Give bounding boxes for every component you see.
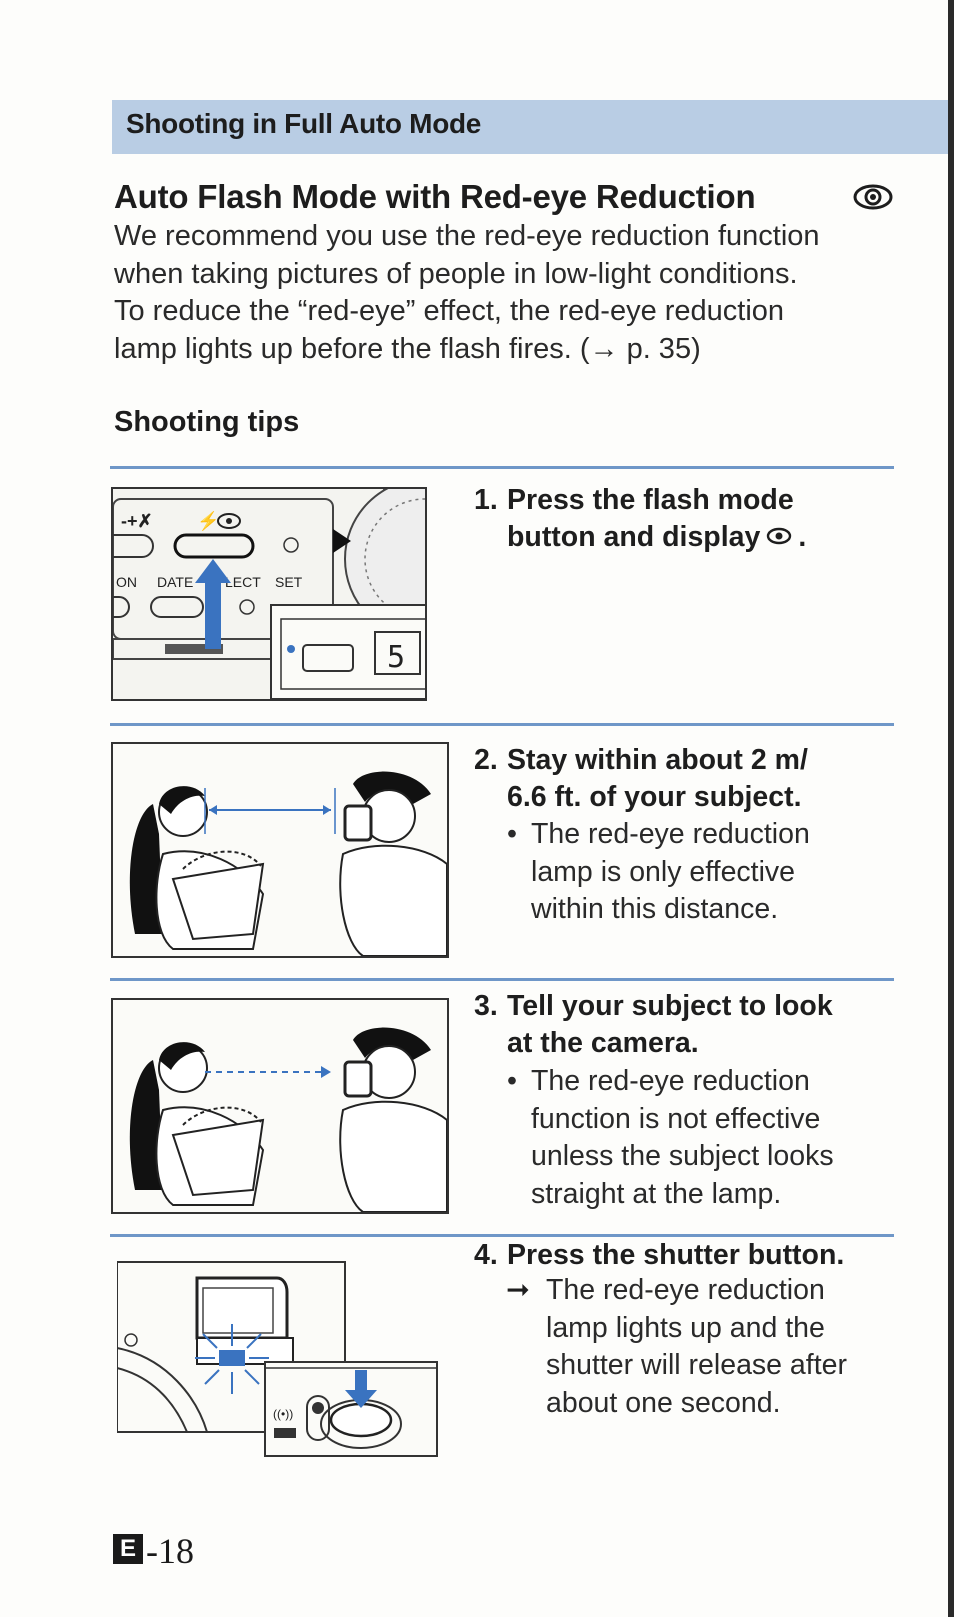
step-number: 2.	[474, 744, 498, 776]
step-4-title: 4. Press the shutter button.	[474, 1237, 927, 1274]
note-line: function is not effective	[531, 1102, 821, 1135]
note-line: unless the subject looks	[531, 1140, 834, 1172]
shutter-illustration: ((•))	[116, 1258, 439, 1458]
step-title-line: button and display	[507, 521, 761, 553]
step-2-note: • The red-eye reduction lamp is only eff…	[507, 816, 810, 929]
lcd-digit: 5	[387, 640, 405, 675]
note-line: lamp lights up and the	[546, 1311, 825, 1344]
note-line: within this distance.	[531, 893, 779, 925]
note-line: The red-eye reduction	[531, 818, 810, 850]
intro-line: To reduce the “red-eye” effect, the red-…	[114, 295, 785, 327]
step-3-note: • The red-eye reduction function is not …	[507, 1063, 834, 1213]
red-eye-icon	[767, 528, 792, 545]
note-line: shutter will release after	[546, 1349, 847, 1381]
step-title-line: Press the flash mode	[507, 484, 794, 516]
step-divider	[110, 723, 894, 726]
bullet-mark: •	[507, 1065, 517, 1097]
svg-text:ON: ON	[116, 574, 137, 590]
svg-text:((•)): ((•))	[273, 1407, 293, 1421]
step-title-line: 6.6 ft. of your subject.	[507, 781, 802, 813]
step-number: 1.	[474, 484, 498, 516]
note-line: The red-eye reduction	[546, 1274, 825, 1306]
language-badge: E	[113, 1534, 143, 1564]
step-2-title: 2. Stay within about 2 m/ 6.6 ft. of you…	[474, 742, 907, 816]
section-title: Shooting in Full Auto Mode	[126, 108, 482, 139]
result-arrow-icon: ➞	[506, 1274, 530, 1306]
step-number: 4.	[474, 1239, 498, 1271]
svg-text:DATE: DATE	[157, 574, 193, 590]
intro-paragraph: We recommend you use the red-eye reducti…	[114, 218, 914, 368]
tips-heading: Shooting tips	[114, 406, 300, 438]
step-1-title: 1. Press the flash mode button and displ…	[474, 482, 907, 556]
note-line: about one second.	[546, 1386, 781, 1419]
intro-line: when taking pictures of people in low-li…	[114, 257, 798, 290]
step-title-line: Stay within about 2 m/	[507, 744, 808, 776]
look-at-camera-illustration	[111, 998, 449, 1214]
step-divider	[110, 1234, 894, 1237]
svg-text:LECT: LECT	[225, 574, 261, 590]
step-title-line: Tell your subject to look	[507, 990, 833, 1022]
section-banner	[112, 100, 948, 154]
svg-text:SET: SET	[275, 574, 303, 590]
svg-text:⚡: ⚡	[197, 510, 219, 532]
page-edge	[948, 0, 954, 1617]
bullet-mark: •	[507, 818, 517, 850]
step-4-result: ➞ The red-eye reduction lamp lights up a…	[506, 1272, 847, 1422]
step-number: 3.	[474, 990, 498, 1022]
step-3-title: 3. Tell your subject to look at the came…	[474, 988, 907, 1062]
page-title: Auto Flash Mode with Red-eye Reduction	[114, 178, 756, 215]
red-eye-icon	[853, 184, 893, 210]
step-title-line: Press the shutter button.	[507, 1239, 845, 1271]
note-line: The red-eye reduction	[531, 1065, 810, 1097]
intro-line: lamp lights up before the flash fires. (…	[114, 332, 701, 365]
distance-illustration	[111, 742, 449, 958]
note-line: straight at the lamp.	[531, 1177, 782, 1210]
camera-back-illustration: -+✗ ⚡ ON DATE LECT SET 5	[111, 487, 427, 701]
intro-line: We recommend you use the red-eye reducti…	[114, 220, 820, 252]
svg-text:-+✗: -+✗	[121, 511, 153, 531]
page-number: -18	[146, 1531, 194, 1571]
step-divider	[110, 978, 894, 981]
note-line: lamp is only effective	[531, 855, 796, 888]
step-title-suffix: .	[798, 521, 807, 553]
step-title-line: at the camera.	[507, 1027, 699, 1059]
step-divider	[110, 466, 894, 469]
